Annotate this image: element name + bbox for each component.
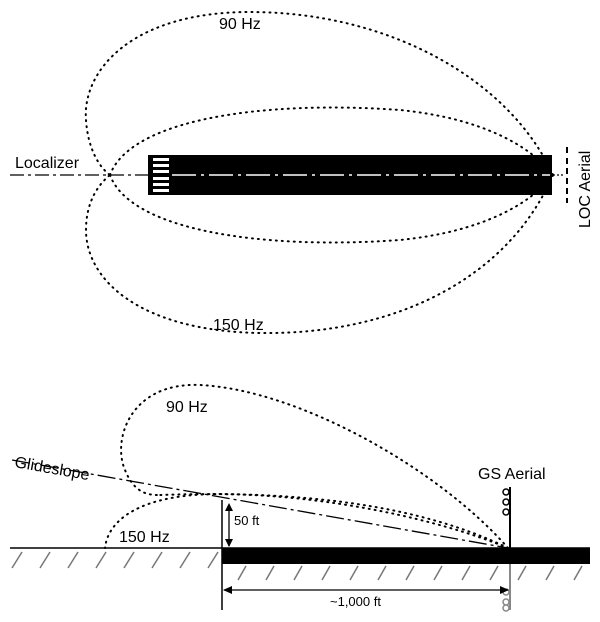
runway-side [222,548,590,564]
localizer-label: Localizer [15,155,80,172]
localizer-150hz-lobe [84,174,554,335]
localizer-inner-upper-curve [109,106,554,176]
glideslope-label: Glideslope [13,454,91,484]
loc-aerial-label: LOC Aerial [577,151,594,228]
glideslope-side-view: 90 Hz 150 Hz Glideslope GS Aerial 50 ft … [10,383,590,612]
localizer-90hz-lobe [84,10,554,176]
gs-aerial-label: GS Aerial [478,466,546,483]
localizer-90hz-label: 90 Hz [219,16,261,33]
glideslope-path [11,459,509,549]
loc-aerial [553,147,568,203]
height-arrow [225,503,233,547]
distance-label: ~1,000 ft [330,594,381,609]
threshold-markings [153,158,169,192]
ground-hatching [11,551,583,581]
glideslope-90hz-label: 90 Hz [166,399,208,416]
distance-arrow [223,586,509,594]
localizer-inner-lower-curve [109,174,554,244]
glideslope-150hz-lobe [104,492,509,549]
height-label: 50 ft [234,513,260,528]
glideslope-150hz-label: 150 Hz [119,529,170,546]
localizer-150hz-label: 150 Hz [213,317,264,334]
localizer-top-view: 90 Hz 150 Hz Localizer LOC Aerial [10,10,594,335]
glideslope-90hz-lobe [120,383,509,549]
